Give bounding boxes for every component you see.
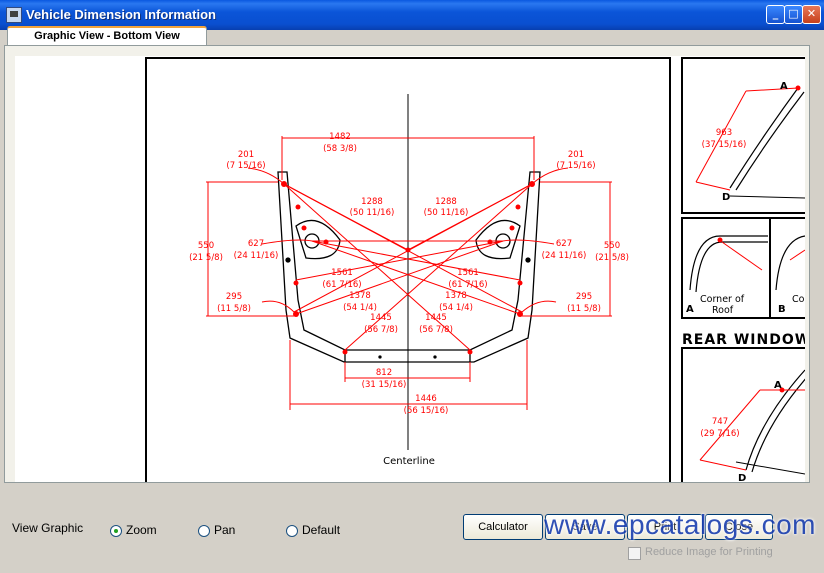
svg-text:D: D bbox=[722, 192, 730, 203]
vehicle-drawing: 1482 (58 3/8) 201 (7 15/16) 201 (7 15/16… bbox=[145, 57, 805, 482]
svg-text:(50 11/16): (50 11/16) bbox=[350, 208, 395, 218]
svg-text:(56 15/16): (56 15/16) bbox=[404, 406, 449, 416]
dimension-labels: 1482 (58 3/8) 201 (7 15/16) 201 (7 15/16… bbox=[189, 132, 629, 416]
svg-text:1378: 1378 bbox=[349, 291, 371, 301]
side-labels: A D A Corner of Roof B Co REAR WINDOW A … bbox=[682, 81, 805, 482]
svg-text:1288: 1288 bbox=[435, 197, 457, 207]
svg-text:(54 1/4): (54 1/4) bbox=[343, 303, 377, 313]
graphic-viewport[interactable]: 1482 (58 3/8) 201 (7 15/16) 201 (7 15/16… bbox=[15, 56, 805, 482]
svg-text:Co: Co bbox=[792, 294, 805, 305]
dimension-points bbox=[281, 181, 535, 355]
svg-text:1561: 1561 bbox=[457, 268, 479, 278]
reduce-image-checkbox[interactable] bbox=[628, 547, 641, 560]
svg-text:(7 15/16): (7 15/16) bbox=[226, 161, 265, 171]
svg-text:(29 7/16): (29 7/16) bbox=[700, 429, 739, 439]
svg-text:(11 5/8): (11 5/8) bbox=[217, 304, 251, 314]
centerline-label: Centerline bbox=[383, 456, 435, 467]
svg-text:1445: 1445 bbox=[370, 313, 392, 323]
svg-text:(56 7/8): (56 7/8) bbox=[419, 325, 453, 335]
svg-text:(50 11/16): (50 11/16) bbox=[424, 208, 469, 218]
svg-text:REAR WINDOW: REAR WINDOW bbox=[682, 332, 805, 348]
svg-text:A: A bbox=[686, 304, 694, 315]
window-title: Vehicle Dimension Information bbox=[26, 7, 216, 22]
svg-text:1445: 1445 bbox=[425, 313, 447, 323]
svg-text:747: 747 bbox=[712, 417, 728, 427]
view-graphic-label: View Graphic bbox=[12, 521, 84, 535]
side-dimension-labels: 963 (37 15/16) 747 (29 7/16) bbox=[700, 128, 746, 439]
print-button[interactable]: Print bbox=[627, 514, 703, 540]
svg-text:(56 7/8): (56 7/8) bbox=[364, 325, 398, 335]
calculator-button[interactable]: Calculator bbox=[463, 514, 543, 540]
svg-text:B: B bbox=[778, 304, 786, 315]
dimension-lines bbox=[206, 136, 612, 410]
maximize-button[interactable]: □ bbox=[784, 5, 803, 24]
svg-text:(61 7/16): (61 7/16) bbox=[322, 280, 361, 290]
svg-text:1561: 1561 bbox=[331, 268, 353, 278]
svg-text:(61 7/16): (61 7/16) bbox=[448, 280, 487, 290]
svg-text:295: 295 bbox=[576, 292, 592, 302]
svg-text:201: 201 bbox=[238, 150, 254, 160]
svg-text:A: A bbox=[780, 81, 788, 92]
svg-text:Corner of: Corner of bbox=[700, 294, 745, 305]
svg-text:963: 963 bbox=[716, 128, 732, 138]
svg-text:D: D bbox=[738, 473, 746, 482]
svg-text:295: 295 bbox=[226, 292, 242, 302]
default-radio[interactable] bbox=[286, 525, 298, 537]
svg-text:(31 15/16): (31 15/16) bbox=[362, 380, 407, 390]
svg-text:A: A bbox=[774, 380, 782, 391]
svg-text:812: 812 bbox=[376, 368, 392, 378]
pan-label[interactable]: Pan bbox=[214, 523, 236, 537]
svg-text:(37 15/16): (37 15/16) bbox=[702, 140, 747, 150]
tab-graphic-view[interactable]: Graphic View - Bottom View bbox=[7, 26, 207, 46]
svg-text:(58 3/8): (58 3/8) bbox=[323, 144, 357, 154]
svg-text:(54 1/4): (54 1/4) bbox=[439, 303, 473, 313]
app-icon bbox=[6, 7, 22, 23]
pan-radio[interactable] bbox=[198, 525, 210, 537]
watermark-text: www.epcatalogs.com bbox=[544, 509, 817, 540]
svg-text:550: 550 bbox=[198, 241, 214, 251]
svg-text:1446: 1446 bbox=[415, 394, 437, 404]
svg-text:(7 15/16): (7 15/16) bbox=[556, 161, 595, 171]
side-panels bbox=[681, 57, 805, 482]
close-window-button[interactable]: ✕ bbox=[802, 5, 821, 24]
svg-text:(24 11/16): (24 11/16) bbox=[542, 251, 587, 261]
minimize-button[interactable]: _ bbox=[766, 5, 785, 24]
svg-text:550: 550 bbox=[604, 241, 620, 251]
default-label[interactable]: Default bbox=[302, 523, 341, 537]
svg-text:(24 11/16): (24 11/16) bbox=[234, 251, 279, 261]
save-button[interactable]: Save bbox=[545, 514, 625, 540]
svg-text:Roof: Roof bbox=[712, 305, 734, 316]
reduce-image-label: Reduce Image for Printing bbox=[645, 546, 773, 558]
svg-text:201: 201 bbox=[568, 150, 584, 160]
svg-text:627: 627 bbox=[556, 239, 572, 249]
svg-text:1288: 1288 bbox=[361, 197, 383, 207]
title-bar: Vehicle Dimension Information _ □ ✕ bbox=[0, 0, 824, 30]
close-button[interactable]: Close bbox=[705, 514, 773, 540]
svg-text:1482: 1482 bbox=[329, 132, 351, 142]
svg-text:1378: 1378 bbox=[445, 291, 467, 301]
svg-text:(21 5/8): (21 5/8) bbox=[189, 253, 223, 263]
svg-text:(21 5/8): (21 5/8) bbox=[595, 253, 629, 263]
zoom-label[interactable]: Zoom bbox=[126, 523, 157, 537]
svg-text:627: 627 bbox=[248, 239, 264, 249]
svg-text:(11 5/8): (11 5/8) bbox=[567, 304, 601, 314]
zoom-radio[interactable] bbox=[110, 525, 122, 537]
